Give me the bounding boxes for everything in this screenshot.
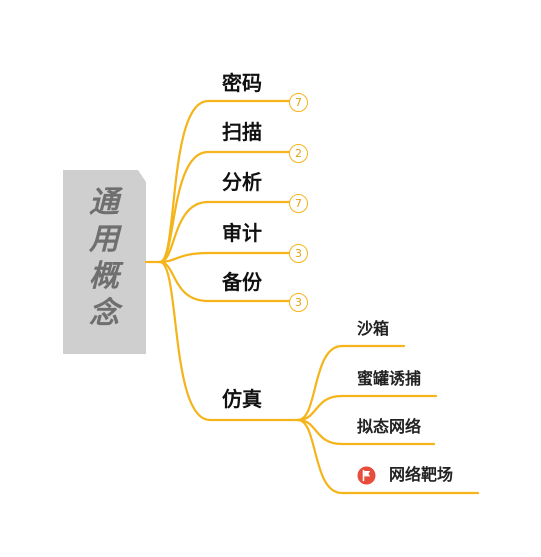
branch-label-mima[interactable]: 密码 xyxy=(222,71,262,95)
root-node[interactable] xyxy=(63,170,146,354)
leaf-label-shaxiang[interactable]: 沙箱 xyxy=(357,319,390,338)
connector-shaxiang xyxy=(296,344,406,422)
child-count-badge[interactable]: 3 xyxy=(289,293,308,312)
child-count-badge[interactable]: 7 xyxy=(289,93,308,112)
child-count-badge[interactable]: 3 xyxy=(289,244,308,263)
connector-beifen xyxy=(158,260,292,303)
connector-fangzhen xyxy=(158,260,300,422)
connector-saomiao xyxy=(158,150,292,264)
leaf-label-nitai[interactable]: 拟态网络 xyxy=(357,417,422,436)
connector-miguan xyxy=(296,394,438,422)
branch-label-fenxi[interactable]: 分析 xyxy=(222,170,262,194)
child-count-badge[interactable]: 2 xyxy=(289,144,308,163)
branch-label-saomiao[interactable]: 扫描 xyxy=(222,120,262,144)
leaf-label-miguan[interactable]: 蜜罐诱捕 xyxy=(357,369,422,388)
connector-baichang xyxy=(296,418,480,495)
branch-label-fangzhen[interactable]: 仿真 xyxy=(222,387,262,411)
branch-label-beifen[interactable]: 备份 xyxy=(222,270,262,294)
connector-shenji xyxy=(158,251,292,264)
root-node-label: 通用概念 xyxy=(89,185,119,331)
connector-nitai xyxy=(296,418,436,446)
red-flag-icon xyxy=(357,466,376,485)
child-count-badge[interactable]: 7 xyxy=(289,194,308,213)
branch-label-shenji[interactable]: 审计 xyxy=(222,221,262,245)
leaf-label-baichang[interactable]: 网络靶场 xyxy=(389,465,454,484)
connector-fenxi xyxy=(158,200,292,264)
